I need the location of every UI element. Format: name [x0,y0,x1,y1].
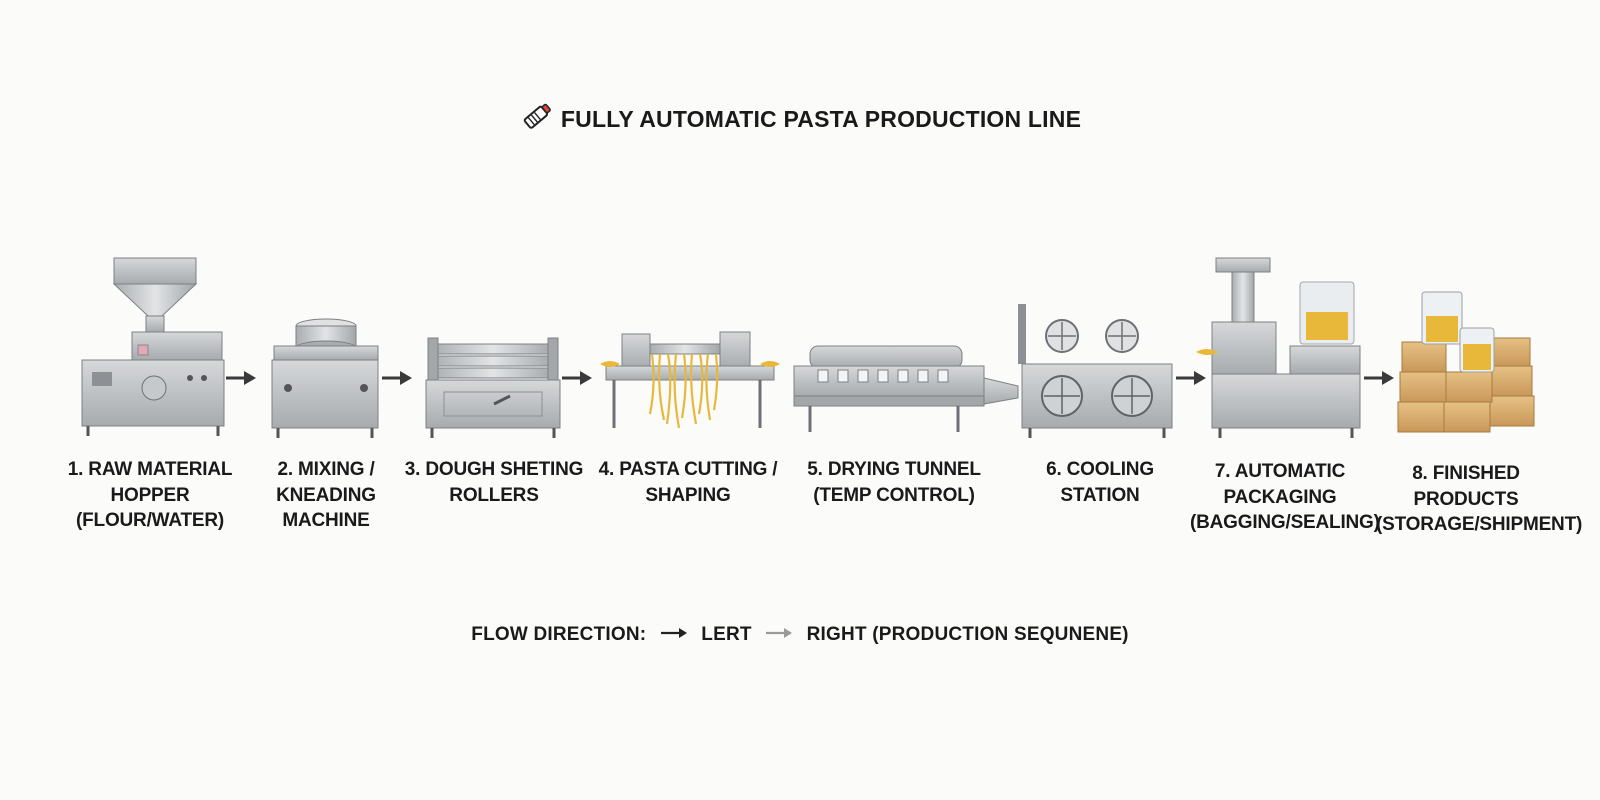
arrow-right-light-icon [765,624,793,646]
arrow-right-icon [660,624,688,646]
page-title: FULLY AUTOMATIC PASTA PRODUCTION LINE [0,100,1600,140]
cooling-station-machine [1018,304,1173,438]
stage-label-6: 6. COOLING STATION [1046,459,1154,506]
flow-left-word: LERT [701,624,752,646]
finished-products-boxes [1397,291,1535,433]
mixing-kneading-machine [271,318,379,438]
stage-label-4: 4. PASTA CUTTING / SHAPING [598,459,778,506]
stage-label-5: 5. DRYING TUNNEL (TEMP CONTROL) [807,459,981,506]
drying-tunnel-machine [793,345,1019,432]
automatic-packaging-machine [1196,257,1361,438]
flow-right-words: RIGHT (PRODUCTION SEQUNENE) [806,624,1129,646]
title-text: FULLY AUTOMATIC PASTA PRODUCTION LINE [560,106,1082,132]
stage-label-8: 8. FINISHED PRODUCTS (STORAGE/SHIPMENT) [1376,463,1583,535]
stage-label-2: 2. MIXING / KNEADING MACHINE [276,459,376,531]
pasta-cutting-shaping-machine [600,331,780,429]
stage-label-7: 7. AUTOMATIC PACKAGING (BAGGING/SEALING) [1190,461,1380,533]
pasta-tube-icon [519,100,555,140]
stage-label-3: 3. DOUGH SHETING ROLLERS [404,459,584,506]
dough-sheeting-rollers-machine [425,337,561,438]
flow-arrows [226,371,1394,385]
raw-material-hopper-machine [81,257,225,436]
flow-direction-legend: FLOW DIRECTION: LERT RIGHT (PRODUCTION S… [0,624,1600,646]
flow-prefix: FLOW DIRECTION: [471,624,647,646]
stage-label-1: 1. RAW MATERIAL HOPPER (FLOUR/WATER) [67,459,233,531]
